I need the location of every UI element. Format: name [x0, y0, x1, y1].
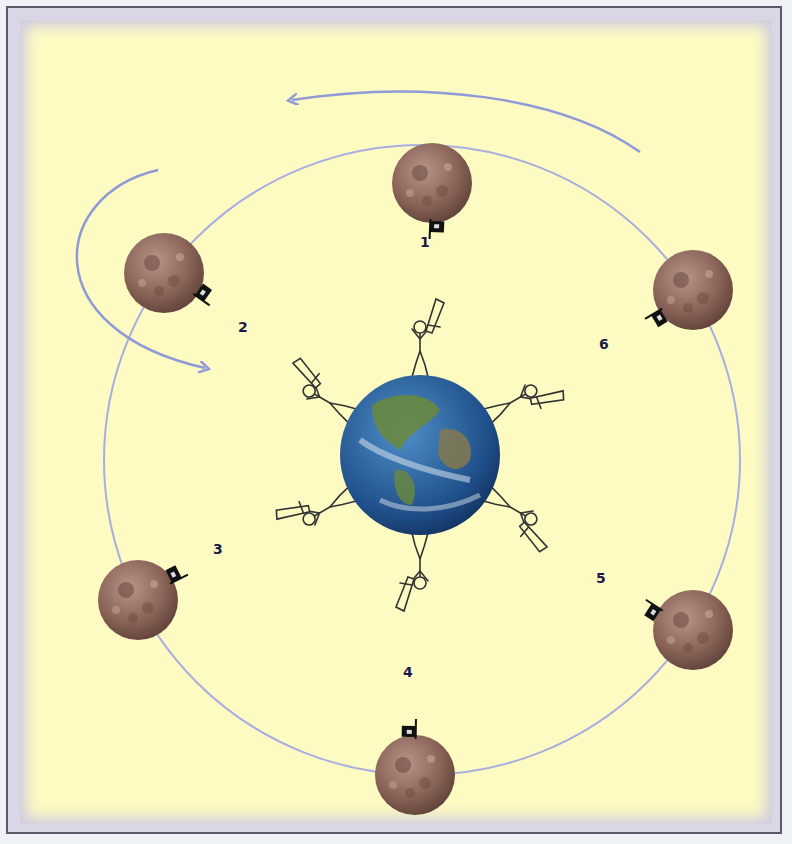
moon	[98, 560, 188, 640]
callout-number: 3	[213, 542, 223, 556]
moon	[375, 719, 455, 815]
callout-number: 1	[420, 235, 430, 249]
callout-number: 4	[403, 665, 413, 679]
earth	[340, 375, 500, 535]
callout-number: 2	[238, 320, 248, 334]
moon	[645, 250, 733, 331]
moon	[124, 233, 218, 313]
moon	[392, 143, 472, 240]
callout-number: 6	[599, 337, 609, 351]
callout-number: 5	[596, 571, 606, 585]
moon	[638, 590, 733, 670]
